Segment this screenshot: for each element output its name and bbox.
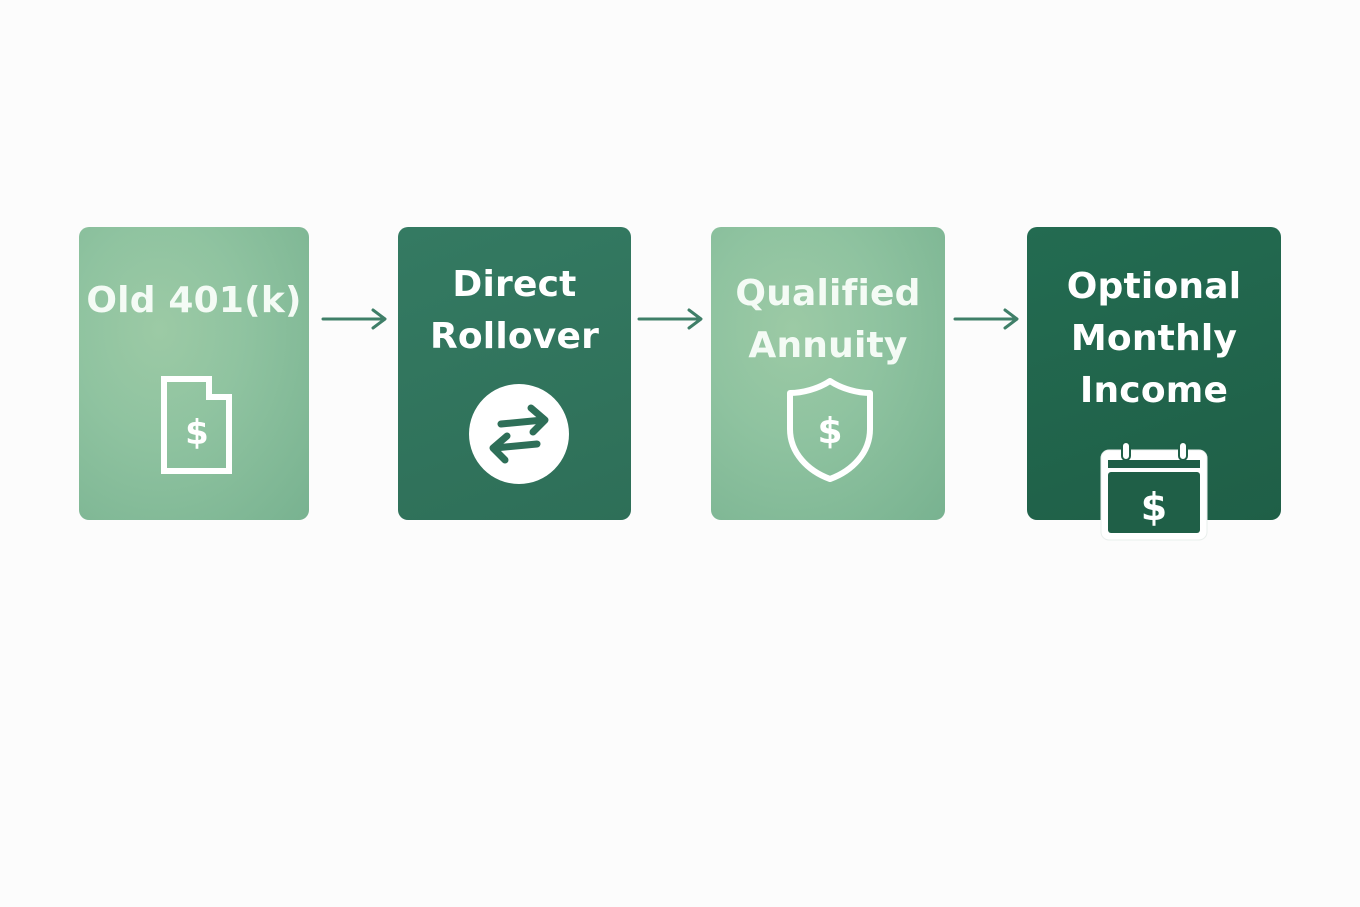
shield-dollar-icon: $ — [784, 377, 876, 483]
dollar-symbol: $ — [817, 411, 842, 452]
calendar-dollar-icon: $ — [1097, 440, 1213, 544]
arrow-right-icon — [637, 306, 705, 332]
arrow-right-icon — [953, 306, 1021, 332]
step-direct-rollover: Direct Rollover — [398, 227, 631, 520]
step-label: Direct Rollover — [429, 264, 600, 357]
swap-arrows-icon — [467, 382, 571, 486]
step-old-401k: Old 401(k) $ — [79, 227, 309, 520]
step-label: Optional Monthly Income — [1066, 266, 1242, 411]
dollar-symbol: $ — [185, 413, 209, 453]
step-qualified-annuity: Qualified Annuity $ — [711, 227, 945, 520]
step-label: Old 401(k) — [86, 280, 302, 321]
arrow-right-icon — [321, 306, 389, 332]
step-label: Qualified Annuity — [735, 273, 921, 366]
document-dollar-icon: $ — [159, 375, 237, 475]
step-optional-monthly-income: Optional Monthly Income — [1027, 227, 1281, 520]
dollar-symbol: $ — [1141, 485, 1167, 529]
